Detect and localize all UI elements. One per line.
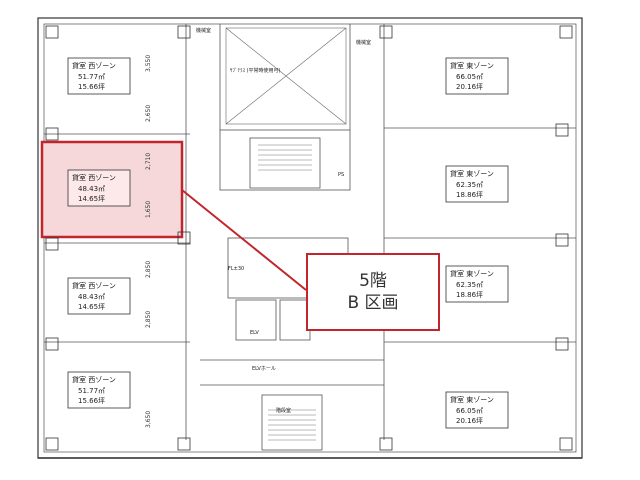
unit-title: 貸室 東ゾーン [450, 269, 494, 278]
unit-title: 貸室 東ゾーン [450, 169, 494, 178]
unit-area-m2: 48.43㎡ [78, 185, 105, 193]
svg-text:2,650: 2,650 [145, 105, 152, 122]
unit-east-2: 貸室 東ゾーン 62.35㎡ 18.86坪 [445, 165, 509, 203]
unit-area-tsubo: 14.65坪 [78, 195, 105, 203]
svg-text:3,650: 3,650 [145, 411, 152, 428]
unit-west-2: 貸室 西ゾーン 48.43㎡ 14.65坪 [67, 169, 131, 207]
unit-area-tsubo: 14.65坪 [78, 303, 105, 311]
room-label-fl: FL±30 [228, 266, 244, 272]
room-label-elv: ELV [250, 330, 259, 336]
unit-area-m2: 62.35㎡ [456, 181, 483, 189]
unit-area-m2: 66.05㎡ [456, 73, 483, 81]
svg-text:2,850: 2,850 [145, 311, 152, 328]
unit-area-m2: 51.77㎡ [78, 73, 105, 81]
room-label-machine-2: 機械室 [356, 39, 371, 46]
unit-east-3: 貸室 東ゾーン 62.35㎡ 18.86坪 [445, 265, 509, 303]
svg-text:3,550: 3,550 [145, 55, 152, 72]
unit-east-4: 貸室 東ゾーン 66.05㎡ 20.16坪 [445, 391, 509, 429]
unit-area-tsubo: 18.86坪 [456, 291, 483, 299]
dimension-labels: 3,550 2,650 2,710 1,650 2,850 2,850 3,65… [145, 55, 152, 428]
section-callout: 5階 B 区画 [306, 253, 440, 331]
columns [45, 25, 573, 451]
unit-area-tsubo: 20.16坪 [456, 83, 483, 91]
unit-title: 貸室 東ゾーン [450, 395, 494, 404]
callout-floor: 5階 [359, 271, 387, 291]
callout-section: B 区画 [347, 293, 399, 313]
unit-area-tsubo: 15.66坪 [78, 397, 105, 405]
unit-west-4: 貸室 西ゾーン 51.77㎡ 15.66坪 [67, 371, 131, 409]
callout-leader [181, 189, 307, 291]
room-label-elv-hall: ELVホール [252, 366, 276, 372]
unit-east-1: 貸室 東ゾーン 66.05㎡ 20.16坪 [445, 57, 509, 95]
unit-title: 貸室 東ゾーン [450, 61, 494, 70]
room-label-stairs: 階段室 [276, 407, 291, 414]
stair-treads [258, 144, 316, 441]
svg-text:1,650: 1,650 [145, 201, 152, 218]
unit-area-tsubo: 20.16坪 [456, 417, 483, 425]
unit-area-m2: 62.35㎡ [456, 281, 483, 289]
unit-area-tsubo: 15.66坪 [78, 83, 105, 91]
svg-text:2,850: 2,850 [145, 261, 152, 278]
room-label-ps: PS [338, 172, 344, 178]
unit-area-tsubo: 18.86坪 [456, 191, 483, 199]
unit-west-3: 貸室 西ゾーン 48.43㎡ 14.65坪 [67, 277, 131, 315]
room-label-terrace: ｻﾌﾞﾃﾗｽ (平常時使用可) [230, 67, 281, 74]
unit-west-1: 貸室 西ゾーン 51.77㎡ 15.66坪 [67, 57, 131, 95]
svg-text:2,710: 2,710 [145, 153, 152, 170]
unit-title: 貸室 西ゾーン [72, 61, 116, 70]
unit-title: 貸室 西ゾーン [72, 281, 116, 290]
unit-area-m2: 66.05㎡ [456, 407, 483, 415]
unit-area-m2: 48.43㎡ [78, 293, 105, 301]
unit-title: 貸室 西ゾーン [72, 173, 116, 182]
room-label-machine-1: 機械室 [196, 27, 211, 34]
unit-area-m2: 51.77㎡ [78, 387, 105, 395]
wall-lines [44, 24, 576, 451]
unit-title: 貸室 西ゾーン [72, 375, 116, 384]
terrace-cross [225, 27, 347, 125]
